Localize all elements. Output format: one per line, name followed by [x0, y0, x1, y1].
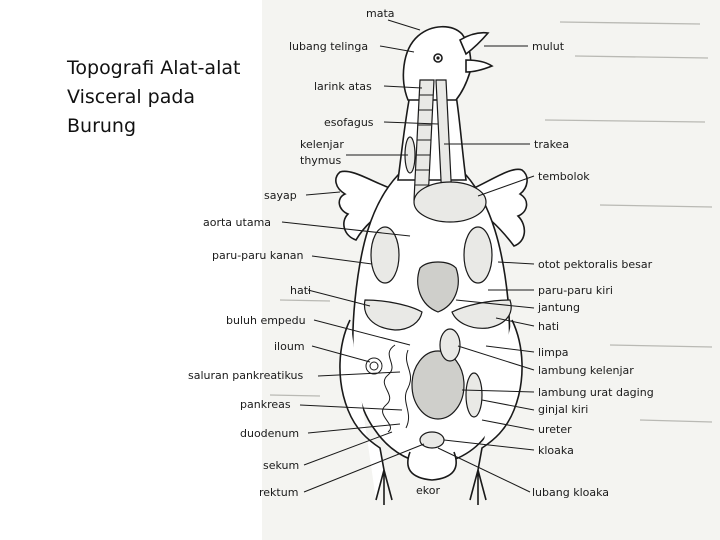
label-paru-paru-kiri: paru-paru kiri [538, 284, 613, 297]
label-hati-left: hati [290, 284, 311, 297]
label-duodenum: duodenum [240, 427, 299, 440]
liver-right [451, 299, 512, 329]
label-jantung: jantung [537, 301, 580, 314]
wing-left-of-bird [469, 168, 528, 247]
internal-organs [363, 79, 512, 449]
label-mulut: mulut [532, 40, 565, 53]
label-larink-atas: larink atas [314, 80, 372, 93]
label-limpa: limpa [538, 346, 569, 359]
label-sekum: sekum [263, 459, 299, 472]
label-buluh-empedu: buluh empedu [226, 314, 306, 327]
ileum-loop-2 [369, 361, 379, 371]
label-hati-right: hati [538, 320, 559, 333]
liver-left [363, 299, 423, 331]
label-ginjal-kiri: ginjal kiri [538, 403, 588, 416]
label-tembolok: tembolok [538, 170, 590, 183]
label-esofagus: esofagus [324, 116, 374, 129]
diagram-labels: mata lubang telinga mulut larink atas es… [188, 7, 654, 499]
label-paru-paru-kanan: paru-paru kanan [212, 249, 304, 262]
label-kelenjar: kelenjar [300, 138, 344, 151]
label-lubang-kloaka: lubang kloaka [532, 486, 609, 499]
trachea-rings [415, 94, 433, 186]
label-trakea: trakea [534, 138, 569, 151]
intestine-coils [382, 344, 412, 433]
scan-bleed-through [269, 21, 713, 423]
leg-left-of-image [339, 319, 393, 505]
label-saluran-pankreatikus: saluran pankreatikus [188, 369, 303, 382]
leader-lines [281, 19, 535, 493]
label-thymus: thymus [300, 154, 341, 167]
label-iloum: iloum [274, 340, 305, 353]
label-lambung-kelenjar: lambung kelenjar [538, 364, 634, 377]
label-aorta-utama: aorta utama [203, 216, 271, 229]
tail-outline [407, 451, 457, 481]
slide-title-line-2: Visceral pada [67, 86, 196, 108]
label-kloaka: kloaka [538, 444, 574, 457]
label-otot-pektoralis-besar: otot pektoralis besar [538, 258, 653, 271]
label-rektum: rektum [259, 486, 298, 499]
label-ureter: ureter [538, 423, 572, 436]
crop [413, 181, 487, 223]
label-sayap: sayap [264, 189, 297, 202]
lung-right [370, 226, 400, 284]
label-ekor: ekor [416, 484, 440, 497]
beak-upper [458, 31, 490, 56]
slide-title-line-3: Burung [67, 115, 137, 137]
heart [417, 261, 459, 313]
kidney-left [465, 372, 483, 418]
gizzard [411, 350, 465, 420]
label-mata: mata [366, 7, 395, 20]
label-lambung-urat-daging: lambung urat daging [538, 386, 654, 399]
ileum-loop-1 [365, 357, 383, 375]
wing-right-of-bird [335, 170, 396, 241]
slide-title-line-1: Topografi Alat-alat [67, 57, 241, 79]
proventriculus [439, 328, 461, 362]
slide-title: Topografi Alat-alat Visceral pada Burung [67, 54, 267, 141]
eye-pupil [436, 56, 440, 60]
label-lubang-telinga: lubang telinga [289, 40, 368, 53]
lung-left [463, 226, 493, 284]
beak-lower [465, 59, 494, 73]
cloaca [419, 431, 445, 449]
label-pankreas: pankreas [240, 398, 291, 411]
